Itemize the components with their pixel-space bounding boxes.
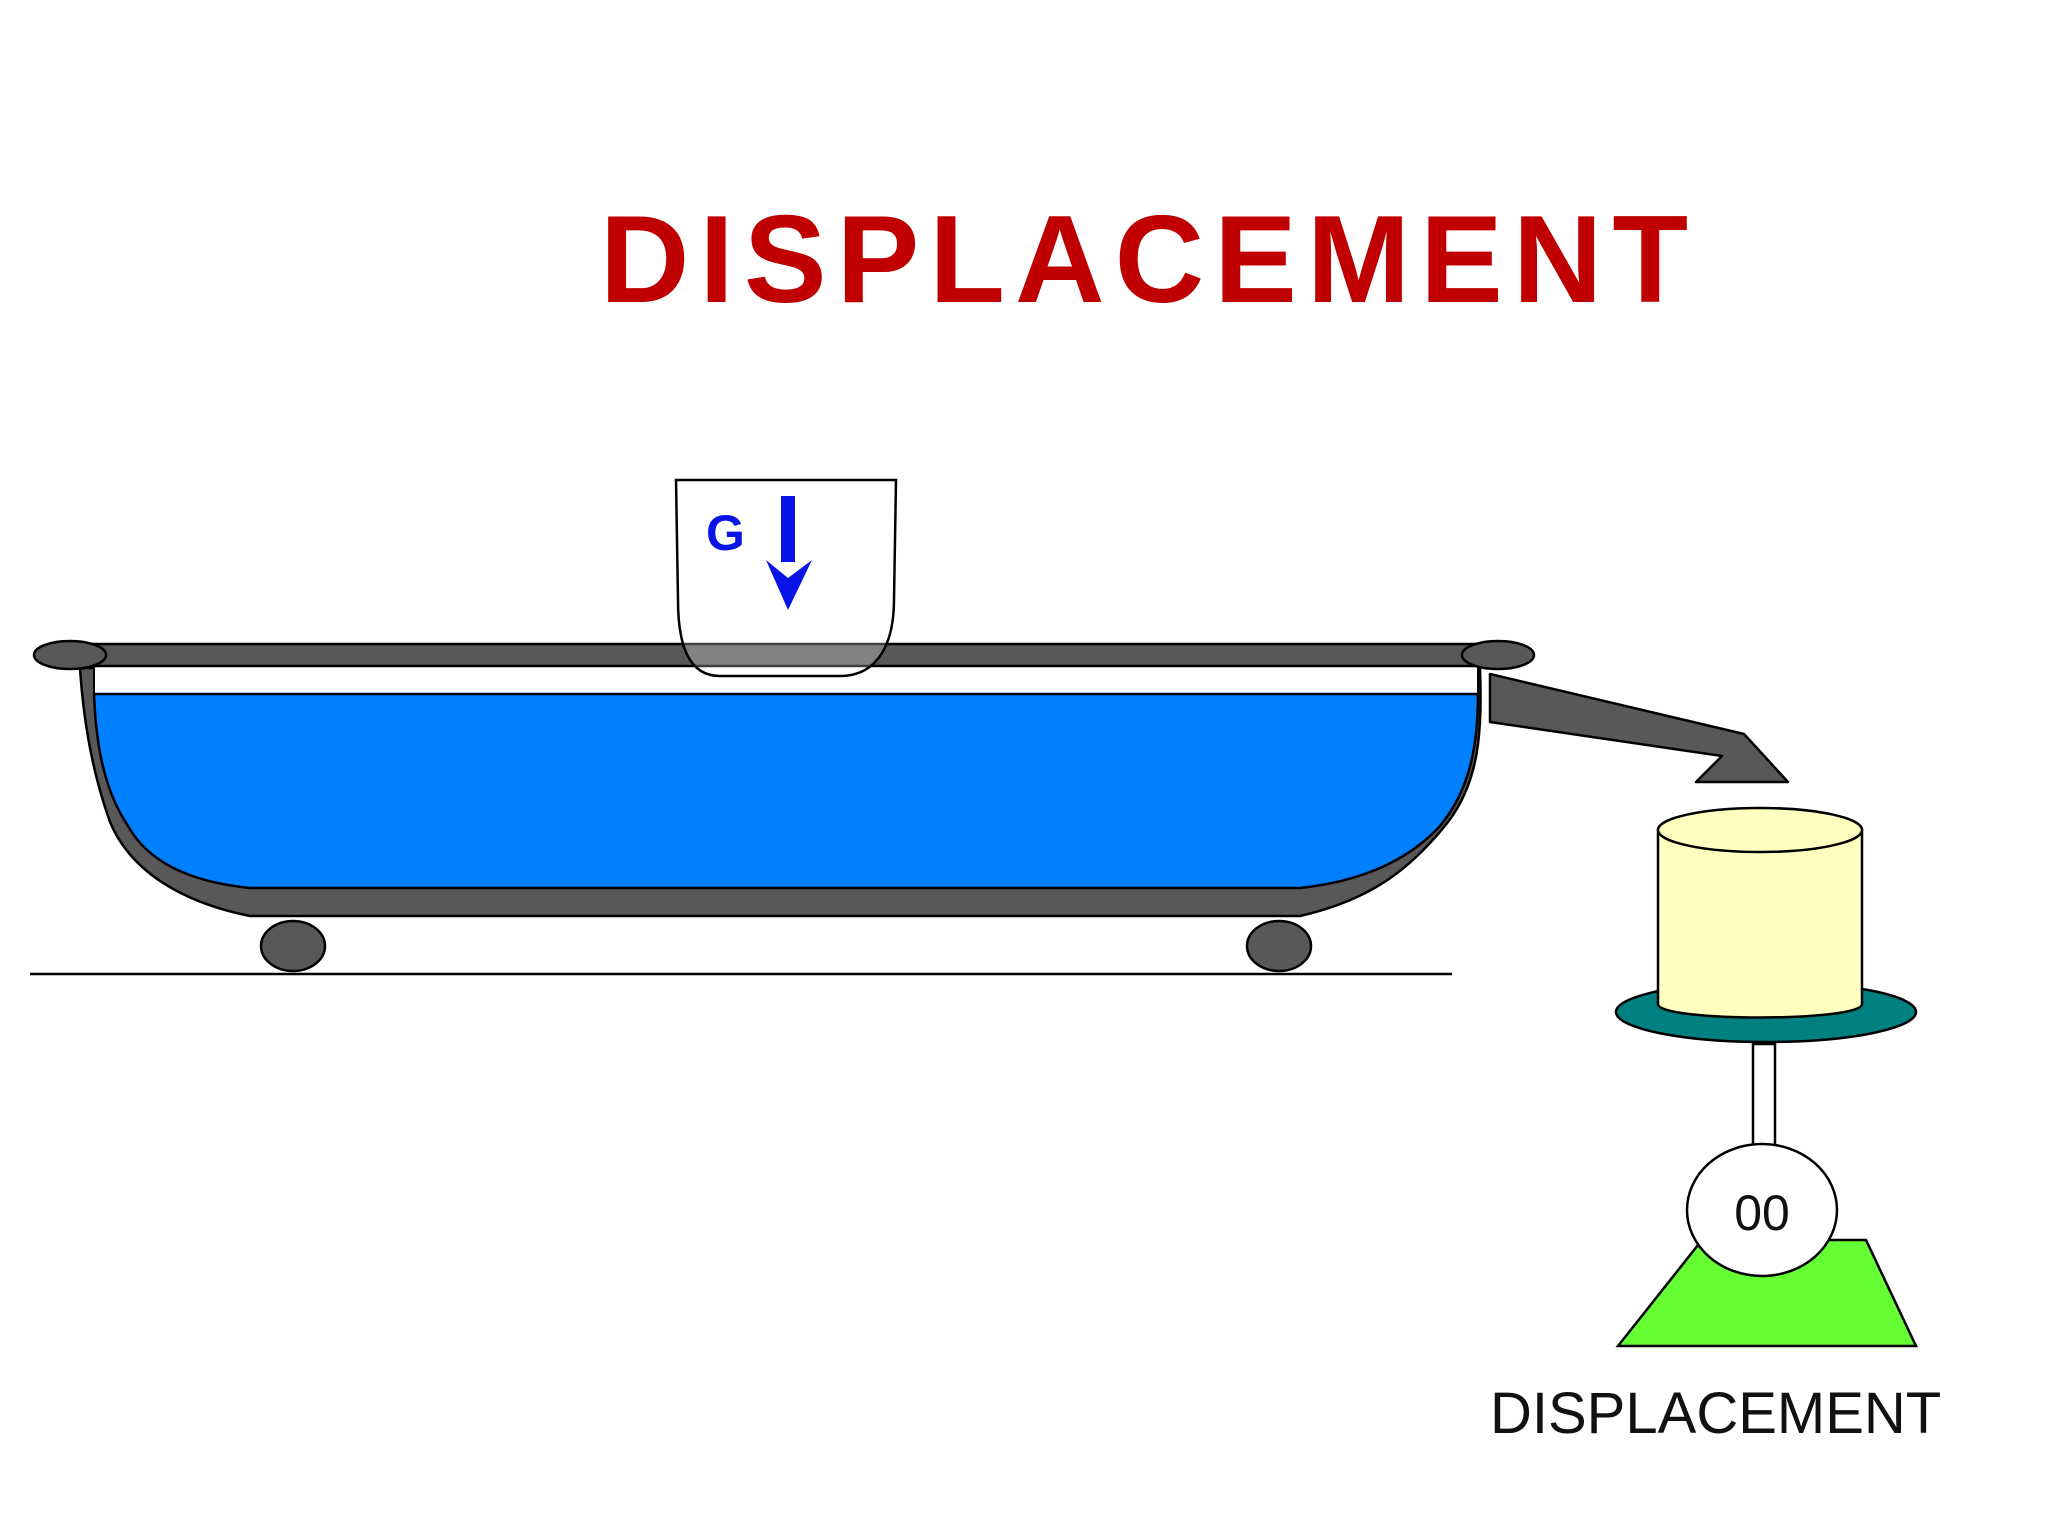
beaker-rim (1656, 806, 1864, 854)
overflow-spout (1488, 672, 1790, 784)
scale-readout: 00 (1734, 1185, 1790, 1241)
weight-label: G (706, 505, 745, 561)
tub-rim-end-left (32, 639, 108, 671)
tub-inner-gap (93, 665, 1479, 695)
tub-water (92, 692, 1480, 890)
tub-wheel-left (259, 919, 327, 973)
gravity-arrow-icon (766, 496, 812, 610)
diagram-title: DISPLACEMENT (599, 191, 1699, 329)
scale-stem (1751, 1042, 1777, 1154)
tub-rim-end-right (1460, 639, 1536, 671)
collection-beaker (1656, 828, 1864, 1019)
tub-wheel-right (1245, 919, 1313, 973)
scale-caption: DISPLACEMENT (1490, 1381, 1942, 1446)
scale-dial (1685, 1142, 1839, 1278)
